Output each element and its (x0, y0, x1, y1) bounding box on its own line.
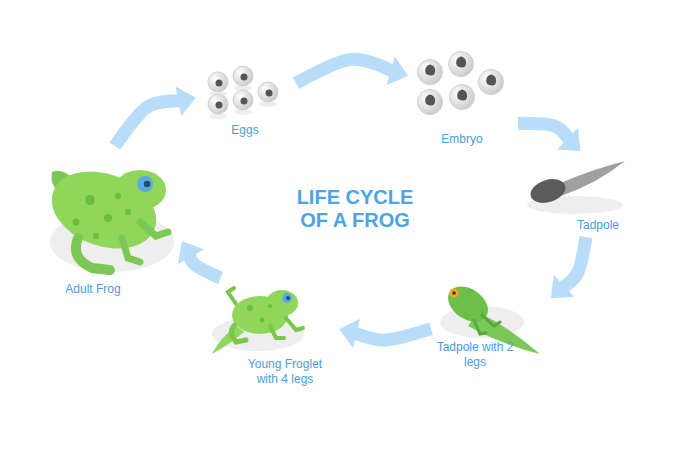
eggs-illustration (208, 72, 228, 92)
eggs-illustration (208, 66, 278, 119)
stage-label: Embryo (412, 132, 512, 147)
adult-frog-illustration (125, 209, 131, 215)
adult-frog-illustration (115, 193, 121, 199)
tadpole-illustration (527, 161, 625, 214)
stage-label: Young Froglet with 4 legs (240, 357, 330, 387)
cycle-arrow (551, 237, 586, 298)
adult-frog-illustration (85, 195, 95, 205)
diagram-title: LIFE CYCLE OF A FROG (291, 186, 419, 232)
adult-frog-illustration (144, 181, 150, 187)
tadpole-with-legs-illustration (474, 320, 486, 334)
eggs-illustration (241, 98, 248, 105)
eggs-illustration (233, 66, 253, 86)
cycle-arrow (296, 56, 408, 85)
stage-label: Adult Frog (48, 282, 138, 297)
adult-frog-illustration (73, 219, 80, 226)
illustration-room (412, 52, 514, 132)
eggs-illustration (216, 102, 223, 109)
eggs-illustration (258, 82, 278, 102)
froglet-illustration (270, 326, 284, 338)
embryo-illustration (457, 90, 467, 101)
arrow-shaft (296, 59, 393, 83)
embryo-illustration (450, 85, 475, 110)
arrow-head (175, 87, 196, 116)
arrow-head (557, 128, 580, 151)
eggs-illustration (216, 80, 223, 87)
cycle-arrow (178, 241, 221, 278)
arrow-shaft (562, 237, 586, 288)
eggs-illustration (241, 74, 248, 81)
adult-frog-illustration (122, 238, 140, 262)
froglet-illustration (286, 296, 290, 300)
arrow-shaft (115, 101, 181, 146)
embryo-illustration (418, 90, 443, 115)
adult-frog-illustration (41, 158, 174, 272)
cycle-arrow (339, 319, 431, 348)
stage-label: Tadpole with 2 legs (435, 340, 515, 370)
embryo-illustration (456, 57, 466, 68)
embryo-illustration (486, 75, 496, 86)
illustration-room (200, 65, 292, 123)
stage-node: Adult Frog (38, 150, 178, 297)
froglet-illustration (266, 290, 298, 316)
embryo-illustration (418, 60, 443, 85)
adult-frog-illustration (137, 176, 153, 192)
adult-frog-illustration (140, 222, 168, 236)
tadpole-with-legs-illustration (441, 279, 494, 329)
arrow-shaft (190, 254, 221, 278)
illustration-room (435, 278, 547, 340)
froglet-illustration (286, 318, 303, 330)
embryo-illustration (449, 52, 474, 77)
arrow-head (387, 56, 408, 85)
eggs-illustration (266, 90, 273, 97)
froglet-illustration (247, 305, 253, 311)
froglet-illustration (228, 288, 236, 304)
adult-frog-illustration (104, 214, 112, 222)
stage-node: Tadpole with 2 legs (435, 278, 547, 370)
froglet-illustration (212, 288, 304, 354)
froglet-illustration (260, 318, 265, 323)
arrow-head (178, 241, 204, 264)
tadpole-with-legs-illustration (482, 315, 500, 326)
froglet-illustration (282, 293, 292, 303)
embryo-illustration (425, 65, 435, 76)
tadpole-illustration (527, 175, 568, 207)
adult-frog-illustration (114, 170, 166, 210)
stage-label: Eggs (200, 123, 290, 138)
illustration-room (38, 150, 178, 282)
stage-node: Tadpole (520, 155, 630, 233)
arrow-head (339, 319, 360, 348)
arrow-shaft (354, 329, 431, 340)
stage-node: Embryo (412, 52, 514, 147)
eggs-illustration (208, 94, 228, 114)
illustration-room (520, 155, 630, 218)
arrow-shaft (518, 123, 569, 140)
adult-frog-illustration (93, 233, 99, 239)
embryo-illustration (479, 70, 504, 95)
froglet-illustration (268, 304, 272, 308)
eggs-illustration (233, 90, 253, 110)
embryo-illustration (418, 52, 504, 115)
stage-node: Young Froglet with 4 legs (205, 282, 335, 387)
adult-frog-illustration (41, 158, 167, 263)
tadpole-illustration (558, 161, 625, 196)
tadpole-with-legs-illustration (452, 291, 456, 295)
arrow-head (551, 275, 574, 298)
adult-frog-illustration (76, 238, 110, 270)
cycle-arrow (115, 87, 196, 146)
stage-node: Eggs (200, 65, 292, 138)
embryo-illustration (425, 95, 435, 106)
tadpole-with-legs-illustration (450, 289, 459, 298)
illustration-room (205, 282, 335, 357)
cycle-arrow (518, 123, 581, 151)
stage-label: Tadpole (568, 218, 628, 233)
